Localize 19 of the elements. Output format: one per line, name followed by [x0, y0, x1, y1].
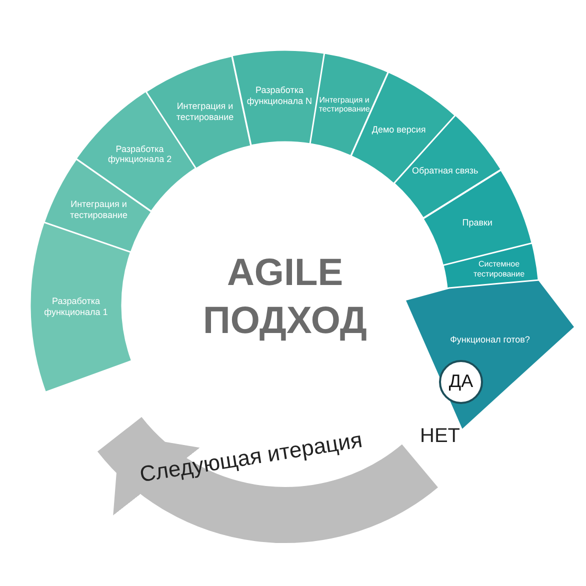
edge-label: Следующая итерация — [138, 427, 364, 488]
segment-label: Обратная связь — [410, 165, 480, 176]
cycle-segment — [394, 115, 502, 219]
segment-label: Функционал готов? — [449, 334, 531, 346]
arrow-head-segment — [405, 280, 575, 430]
segment-label: Интеграция и тестирование — [175, 101, 235, 123]
cycle-segment — [30, 222, 132, 392]
answer-label: НЕТ — [420, 425, 460, 448]
segment-label: Системное тестирование — [472, 260, 526, 279]
segment-label: Разработка функционала N — [246, 85, 314, 107]
segment-label: Разработка функционала 1 — [43, 296, 109, 318]
segment-label: Разработка функционала 2 — [106, 144, 173, 166]
center-title: AGILE ПОДХОД — [202, 251, 368, 344]
segment-label: Правки — [461, 218, 494, 229]
segment-label: Интеграция и тестирование — [318, 94, 371, 114]
segment-label: Демо версия — [370, 124, 427, 136]
answer-text: ДА — [448, 371, 474, 393]
segment-label: Интеграция и тестирование — [69, 199, 128, 221]
cycle-arrow — [98, 416, 437, 543]
